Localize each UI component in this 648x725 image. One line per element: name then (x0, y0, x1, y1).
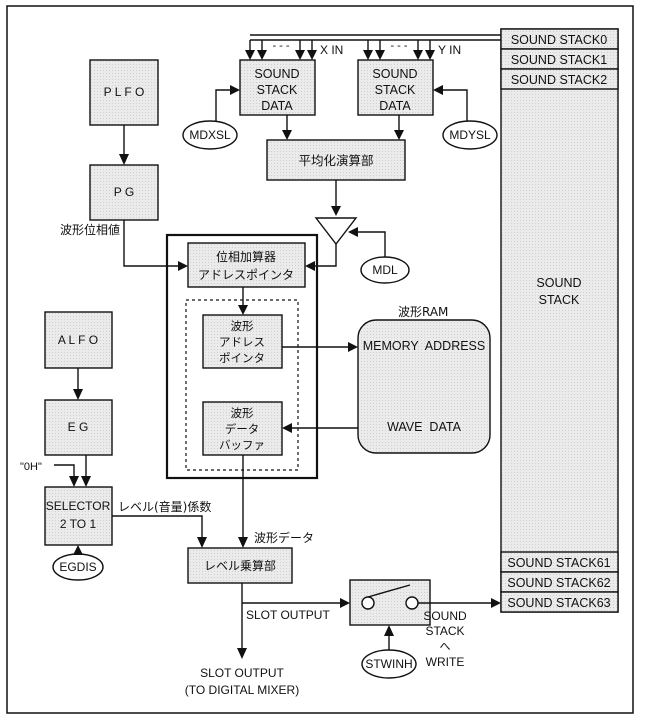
x-in-dots: - - - (272, 40, 289, 52)
phase-adder-line1: 位相加算器 (216, 249, 276, 264)
level-coefficient-label: レベル(音量)係数 (118, 499, 211, 514)
slot-output-final-line2: (TO DIGITAL MIXER) (185, 683, 299, 697)
pg-box (89, 164, 159, 221)
sound-stack-write-line2: STACK (425, 624, 464, 638)
phase-adder-box (187, 242, 306, 288)
alfo-box (44, 311, 113, 369)
wdb-line1: 波形 (231, 406, 254, 420)
slot-output-final-line1: SLOT OUTPUT (200, 666, 284, 680)
waveform-phase-value-label: 波形位相値 (60, 222, 120, 237)
stack-input-bus (245, 34, 501, 60)
egdis-label: EGDIS (59, 560, 96, 574)
mdl-label: MDL (372, 263, 398, 277)
eg-box (44, 399, 113, 456)
sound-stack-63: SOUND STACK63 (507, 596, 610, 610)
eg-label: E G (68, 420, 89, 434)
sound-stack-write-line1: SOUND (423, 609, 467, 623)
sound-stack-column: SOUND STACK0 SOUND STACK1 SOUND STACK2 S… (500, 28, 619, 613)
plfo-box (89, 59, 159, 126)
averaging-unit-box (266, 139, 406, 181)
wap-line1: 波形 (231, 319, 254, 333)
sound-stack-data-x-box: SOUND STACK DATA (239, 59, 316, 116)
ssdx-line1: SOUND (254, 67, 299, 81)
ssdy-line1: SOUND (372, 67, 417, 81)
mdysl-arrow (433, 85, 443, 95)
selector-line2: 2 TO 1 (60, 517, 97, 531)
mdysl-oval (442, 120, 498, 150)
ssdy-line3: DATA (379, 99, 411, 113)
wdb-line3: バッファ (219, 438, 265, 452)
selector-line1: SELECTOR (46, 499, 111, 513)
y-in-dots: - - - (390, 40, 407, 52)
memory-address-label: MEMORY ADDRESS (363, 339, 486, 353)
stwinh-label: STWINH (365, 657, 412, 671)
level-multiplier-label: レベル乗算部 (204, 558, 276, 573)
write-switch (349, 579, 431, 626)
mdysl-label: MDYSL (449, 128, 491, 142)
x-in-label: X IN (320, 43, 343, 57)
zero-h-label: "0H" (20, 461, 42, 473)
selector-box (44, 486, 113, 546)
sound-stack-middle-label-2: STACK (539, 293, 580, 307)
wave-dashed-group (185, 299, 299, 471)
wave-ram-box (357, 319, 491, 454)
phase-address-container (165, 233, 319, 480)
mdl-attenuator-triangle (314, 217, 358, 246)
alfo-label: A L F O (58, 333, 98, 347)
sound-stack-data-y-box: SOUND STACK DATA (357, 59, 434, 116)
sound-stack-2: SOUND STACK2 (511, 73, 607, 87)
y-in-label: Y IN (438, 43, 461, 57)
wave-data-label: WAVE DATA (387, 420, 462, 434)
pg-label: P G (114, 185, 134, 199)
wap-line3: ポインタ (219, 351, 265, 365)
averaging-unit-label: 平均化演算部 (298, 153, 373, 168)
wave-data-buffer-box (202, 401, 283, 456)
sound-stack-middle-label-1: SOUND (536, 276, 581, 290)
wdb-line2: データ (225, 422, 260, 436)
mdxsl-label: MDXSL (189, 128, 231, 142)
sound-stack-write-line4: WRITE (426, 655, 465, 669)
sound-stack-61: SOUND STACK61 (507, 556, 610, 570)
sound-stack-0: SOUND STACK0 (511, 33, 607, 47)
mdxsl-oval (182, 120, 238, 150)
plfo-label: P L F O (104, 85, 145, 99)
wave-ram-label: 波形RAM (398, 305, 448, 319)
ssdx-line2: STACK (257, 83, 298, 97)
waveform-data-label: 波形データ (254, 530, 314, 545)
sound-stack-62: SOUND STACK62 (507, 576, 610, 590)
outer-frame (6, 5, 634, 714)
slot-output-label: SLOT OUTPUT (246, 608, 330, 622)
wap-line2: アドレス (219, 335, 265, 349)
phase-adder-line2: アドレスポインタ (198, 268, 294, 282)
mdxsl-arrow (230, 85, 240, 95)
ssdx-line3: DATA (261, 99, 293, 113)
level-multiplier-box (187, 547, 293, 584)
sound-stack-1: SOUND STACK1 (511, 53, 607, 67)
wave-address-pointer-box (202, 314, 283, 369)
sound-stack-write-line3: へ (440, 640, 451, 653)
ssdy-line2: STACK (375, 83, 416, 97)
